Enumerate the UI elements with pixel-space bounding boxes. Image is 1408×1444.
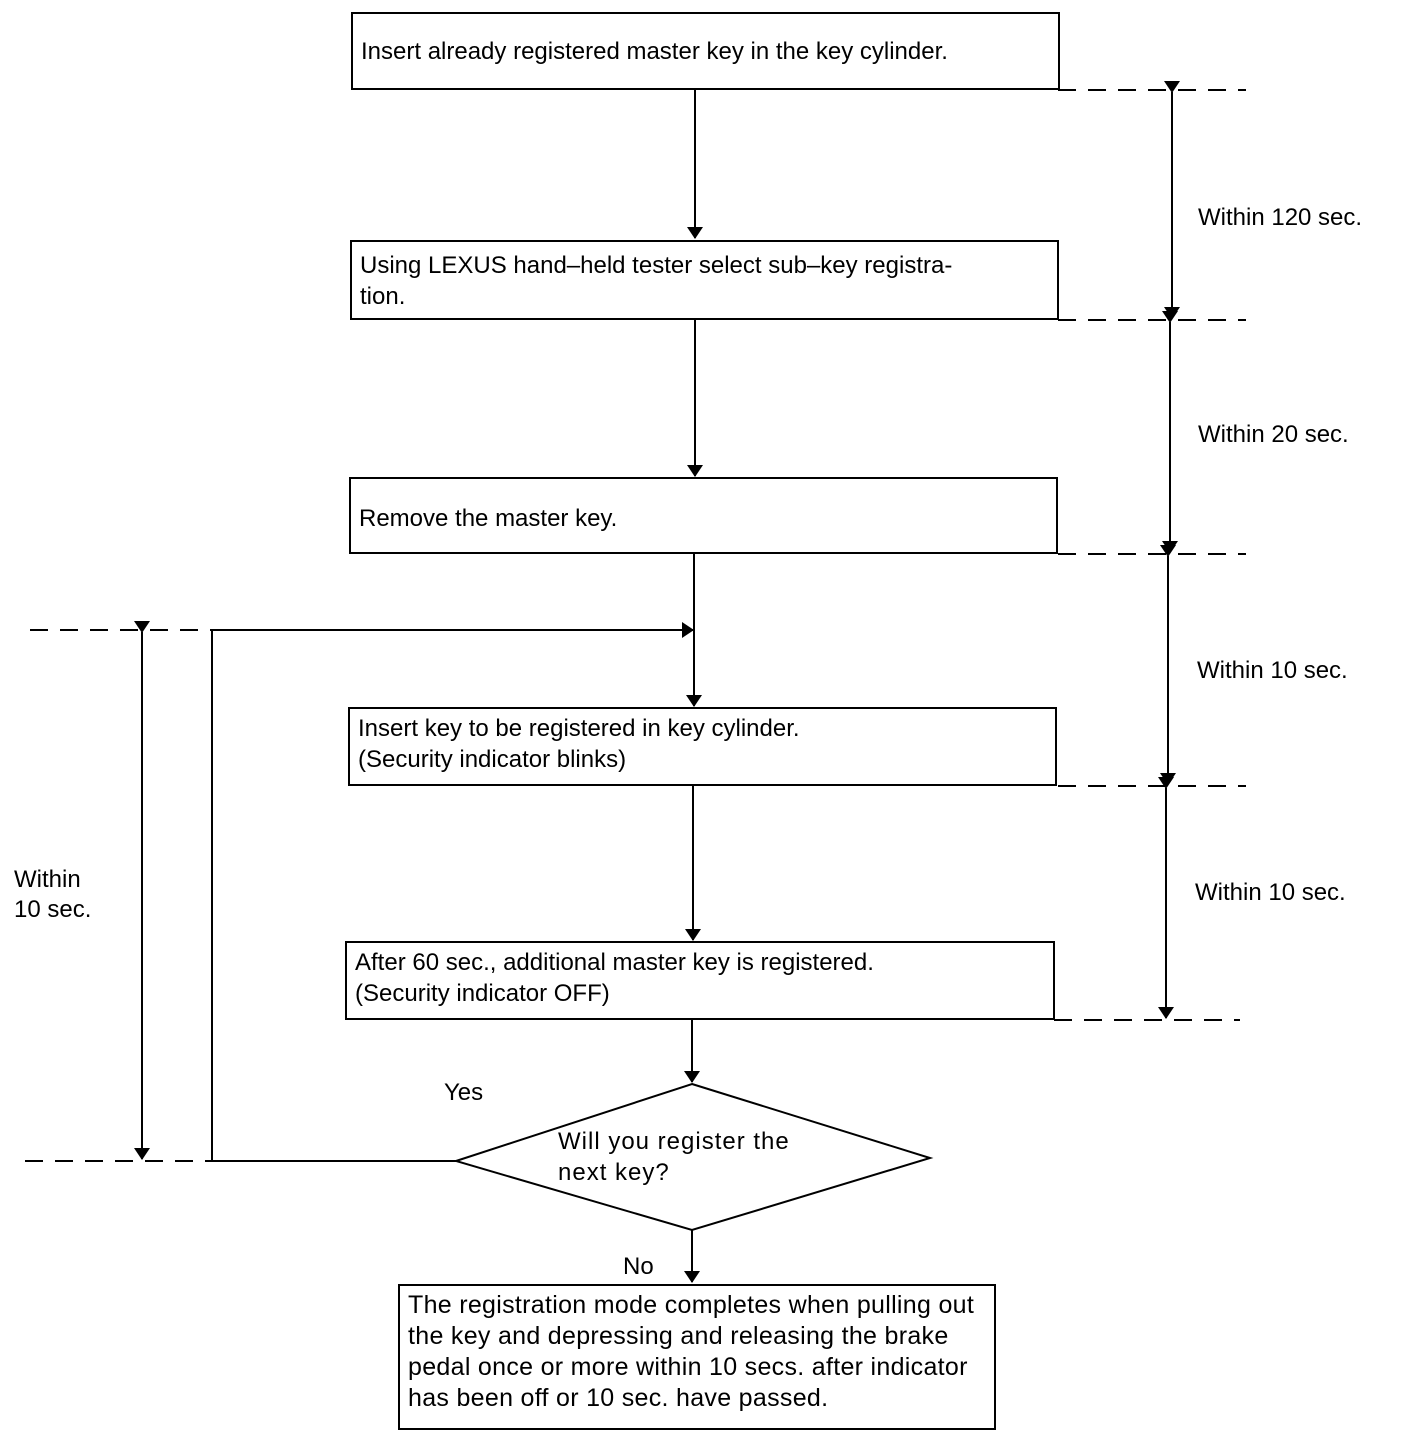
decision-yes-label: Yes (444, 1079, 484, 1106)
step-text: Insert key to be registered in key cylin… (358, 715, 800, 773)
step-after-60-sec: After 60 sec., additional master key is … (345, 941, 1055, 1020)
step-text: Insert already registered master key in … (361, 38, 948, 65)
decision-no-label: No (623, 1253, 654, 1280)
step-text: Remove the master key. (359, 505, 618, 532)
step-remove-master-key: Remove the master key. (349, 477, 1058, 554)
decision-diamond (452, 1082, 934, 1232)
step-text: Using LEXUS hand–held tester select sub–… (360, 252, 953, 310)
decision-question: Will you register the next key? (558, 1128, 790, 1186)
timing-label-10a: Within 10 sec. (1197, 657, 1348, 684)
step-registration-complete: The registration mode completes when pul… (398, 1284, 996, 1430)
yes-loop-line (211, 622, 694, 1162)
step-insert-new-key: Insert key to be registered in key cylin… (348, 707, 1057, 786)
step-insert-master-key: Insert already registered master key in … (351, 12, 1060, 90)
timing-label-10b: Within 10 sec. (1195, 879, 1346, 906)
step-text: After 60 sec., additional master key is … (355, 949, 874, 1007)
step-text: The registration mode completes when pul… (408, 1291, 975, 1412)
timing-label-loop: Within 10 sec. (14, 866, 92, 923)
timing-label-20: Within 20 sec. (1198, 421, 1349, 448)
step-select-subkey: Using LEXUS hand–held tester select sub–… (350, 240, 1059, 320)
timing-label-120: Within 120 sec. (1198, 204, 1363, 231)
